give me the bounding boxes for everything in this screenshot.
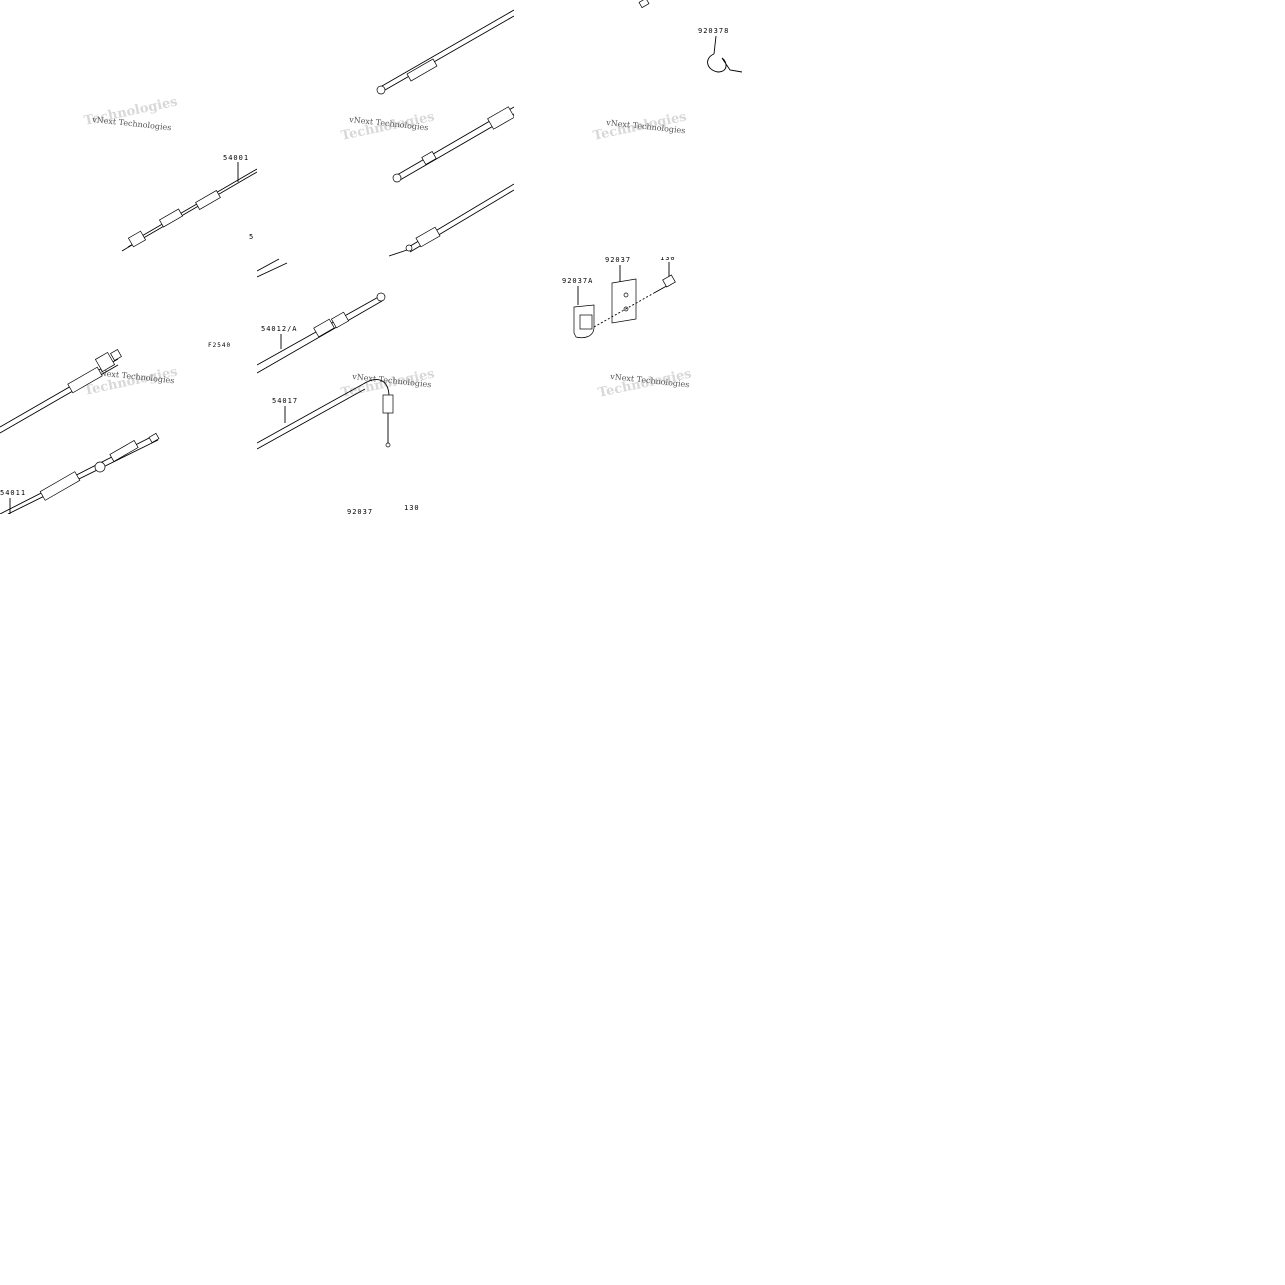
label-130-top: 130 bbox=[660, 257, 676, 262]
tile-top-left-drawing: Technologies vNext Technologies 54001 5 bbox=[83, 94, 257, 252]
label-5-partial: 5 bbox=[249, 233, 254, 241]
label-92037: 92037 bbox=[605, 257, 631, 264]
tile-middle-right: Technologies vNext Technologies 92037 13… bbox=[514, 257, 771, 514]
label-920378: 920378 bbox=[698, 27, 729, 35]
tile-top-middle: Technologies vNext Technologies bbox=[257, 0, 514, 257]
figure-code: F2540 bbox=[208, 342, 231, 349]
bolt-130 bbox=[653, 274, 676, 294]
cable-stub-top bbox=[257, 258, 288, 278]
tile-top-middle-drawing: Technologies vNext Technologies bbox=[340, 9, 514, 257]
tile-top-right-drawing: Technologies vNext Technologies 920378 bbox=[592, 0, 743, 144]
throttle-cable-upper bbox=[376, 9, 514, 95]
tile-middle-right-drawing: Technologies vNext Technologies 92037 13… bbox=[562, 257, 693, 401]
label-92037a: 92037A bbox=[562, 277, 593, 285]
leader-920378 bbox=[713, 35, 717, 55]
throttle-cable-lower bbox=[388, 183, 514, 257]
cable-clip-920378 bbox=[707, 53, 743, 73]
speedometer-cable-lower bbox=[0, 349, 122, 434]
assembly-line bbox=[593, 292, 655, 328]
label-54011: 54011 bbox=[0, 489, 26, 497]
tile-center-drawing: Technologies vNext Technologies 54012/A bbox=[257, 258, 436, 514]
tile-middle-left: Technologies vNext Technologies F2540 54… bbox=[0, 257, 257, 514]
label-54017: 54017 bbox=[272, 397, 298, 405]
tile-center: Technologies vNext Technologies 54012/A bbox=[257, 257, 514, 514]
label-54001: 54001 bbox=[223, 154, 249, 162]
label-130-bottom: 130 bbox=[404, 504, 420, 512]
clutch-cable-54011 bbox=[0, 432, 160, 514]
clamp-92037 bbox=[611, 278, 637, 324]
clutch-cable-54012 bbox=[257, 292, 386, 374]
clamp-92037a bbox=[573, 304, 595, 339]
choke-cable bbox=[392, 106, 514, 183]
label-54012a: 54012/A bbox=[261, 325, 298, 333]
label-92037-bottom: 92037 bbox=[347, 508, 373, 514]
throttle-cable-54017 bbox=[257, 379, 394, 450]
speedometer-cable-54001 bbox=[121, 168, 257, 252]
tile-middle-left-drawing: Technologies vNext Technologies F2540 54… bbox=[0, 342, 231, 514]
tile-top-right: Technologies vNext Technologies 920378 bbox=[514, 0, 771, 257]
bolt-top bbox=[638, 0, 650, 9]
tile-top-left: Technologies vNext Technologies 54001 5 bbox=[0, 0, 257, 257]
